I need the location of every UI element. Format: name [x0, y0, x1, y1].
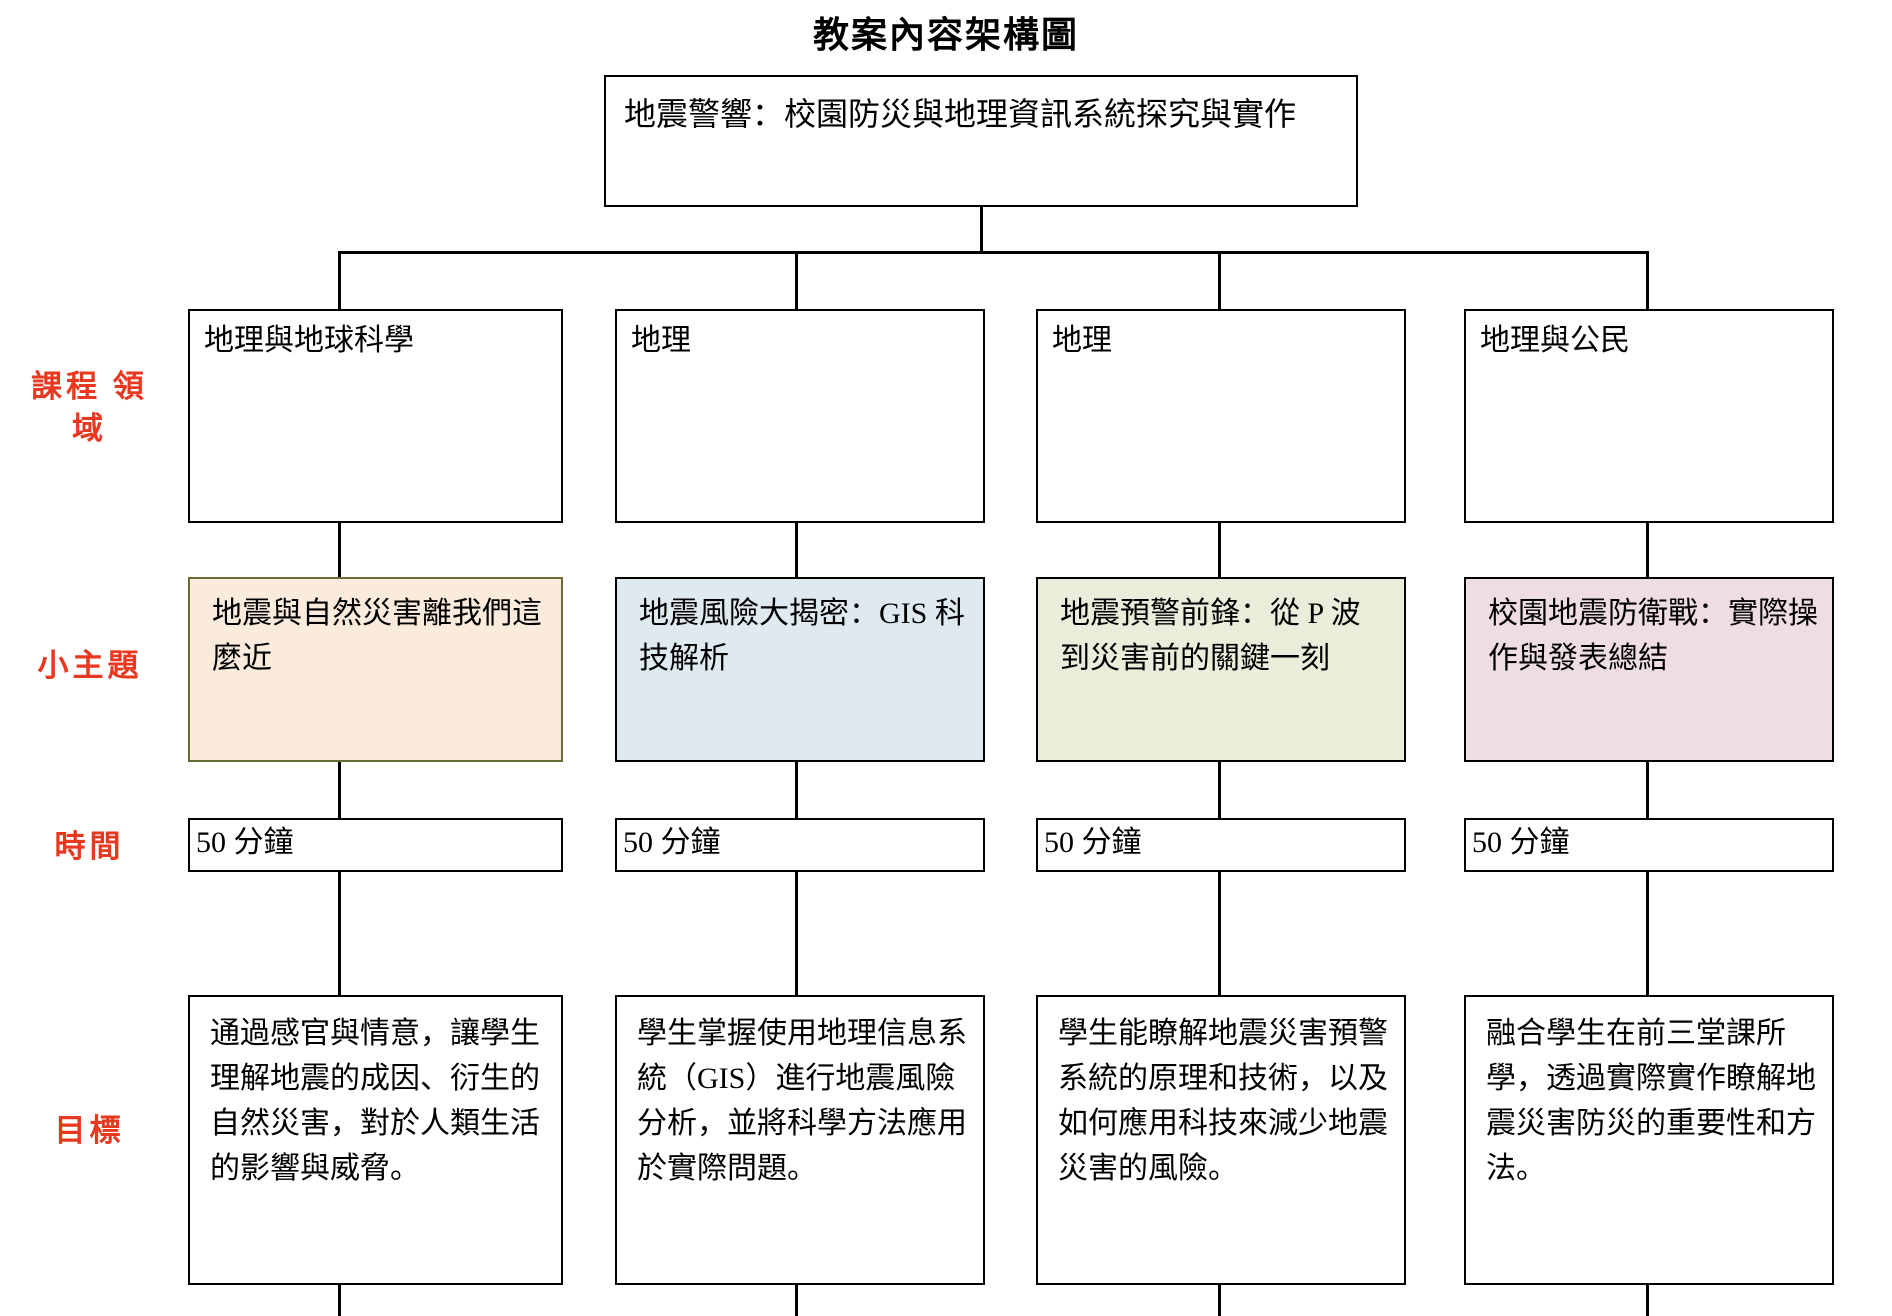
page-title: 教案內容架構圖 — [812, 15, 1079, 55]
connector-goal2-down — [795, 1285, 798, 1316]
connector-domain4-subtopic4 — [1646, 523, 1649, 577]
connector-subtopic3-time3 — [1218, 762, 1221, 818]
connector-goal1-down — [338, 1285, 341, 1316]
connector-goal4-down — [1646, 1285, 1649, 1316]
subtopic-box-3[interactable]: 地震預警前鋒：從 P 波到災害前的關鍵一刻 — [1036, 577, 1406, 762]
subtopic-box-2[interactable]: 地震風險大揭密：GIS 科技解析 — [615, 577, 985, 762]
time-box-2[interactable]: 50 分鐘 — [615, 818, 985, 872]
connector-time3-goal3 — [1218, 872, 1221, 995]
connector-domain2-subtopic2 — [795, 523, 798, 577]
connector-bus-drop-3 — [1218, 251, 1221, 310]
connector-time1-goal1 — [338, 872, 341, 995]
connector-bus — [338, 251, 1648, 254]
goal-box-4[interactable]: 融合學生在前三堂課所學，透過實際實作瞭解地震災害防災的重要性和方法。 — [1464, 995, 1834, 1285]
connector-subtopic2-time2 — [795, 762, 798, 818]
domain-box-2[interactable]: 地理 — [615, 309, 985, 523]
domain-box-3[interactable]: 地理 — [1036, 309, 1406, 523]
row-label-time: 時間 — [54, 829, 125, 864]
connector-root-trunk — [980, 207, 983, 252]
goal-box-1[interactable]: 通過感官與情意，讓學生理解地震的成因、衍生的自然災害，對於人類生活的影響與威脅。 — [188, 995, 563, 1285]
row-label-goal: 目標 — [54, 1113, 125, 1148]
time-box-4[interactable]: 50 分鐘 — [1464, 818, 1834, 872]
root-node[interactable]: 地震警響：校園防災與地理資訊系統探究與實作 — [604, 75, 1358, 207]
connector-subtopic1-time1 — [338, 762, 341, 818]
connector-time4-goal4 — [1646, 872, 1649, 995]
connector-goal3-down — [1218, 1285, 1221, 1316]
connector-bus-drop-1 — [338, 251, 341, 310]
goal-box-2[interactable]: 學生掌握使用地理信息系統（GIS）進行地震風險分析，並將科學方法應用於實際問題。 — [615, 995, 985, 1285]
row-label-subtopic: 小主題 — [37, 648, 143, 683]
subtopic-box-1[interactable]: 地震與自然災害離我們這麼近 — [188, 577, 563, 762]
domain-box-1[interactable]: 地理與地球科學 — [188, 309, 563, 523]
domain-box-4[interactable]: 地理與公民 — [1464, 309, 1834, 523]
time-box-3[interactable]: 50 分鐘 — [1036, 818, 1406, 872]
connector-domain3-subtopic3 — [1218, 523, 1221, 577]
connector-subtopic4-time4 — [1646, 762, 1649, 818]
connector-bus-drop-4 — [1646, 251, 1649, 310]
connector-domain1-subtopic1 — [338, 523, 341, 577]
goal-box-3[interactable]: 學生能瞭解地震災害預警系統的原理和技術，以及如何應用科技來減少地震災害的風險。 — [1036, 995, 1406, 1285]
connector-time2-goal2 — [795, 872, 798, 995]
connector-bus-drop-2 — [795, 251, 798, 310]
time-box-1[interactable]: 50 分鐘 — [188, 818, 563, 872]
subtopic-box-4[interactable]: 校園地震防衛戰：實際操作與發表總結 — [1464, 577, 1834, 762]
row-label-domain: 課程 領域 — [31, 369, 148, 446]
